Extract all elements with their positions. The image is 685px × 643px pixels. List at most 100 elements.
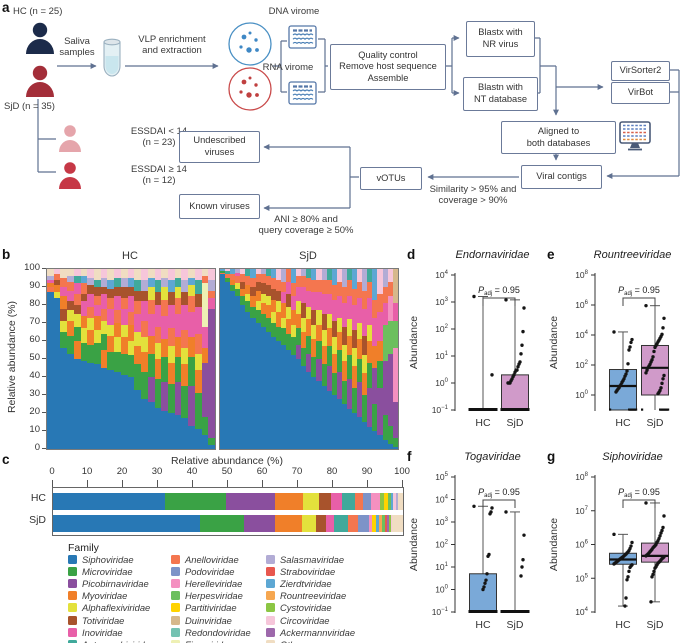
bar-segment	[291, 337, 297, 356]
data-point	[651, 355, 655, 359]
data-point	[612, 532, 616, 537]
bar-segment	[201, 276, 209, 284]
stacked-bar	[326, 269, 332, 449]
bar-segment	[260, 303, 266, 315]
bar-segment	[357, 359, 363, 383]
y-tick-label: 108	[575, 270, 588, 280]
x-tick-label: SjD	[647, 417, 664, 429]
bar-segment	[296, 314, 302, 329]
bar-segment	[220, 269, 226, 271]
bar-segment	[208, 279, 215, 291]
bar-segment	[255, 274, 261, 282]
bar-segment	[161, 278, 168, 288]
bar-segment	[147, 402, 155, 449]
bar-segment	[270, 288, 276, 300]
data-point	[644, 371, 648, 375]
legend-label: Partitiviridae	[185, 602, 237, 614]
bar-segment	[387, 425, 393, 444]
bar-segment	[127, 355, 135, 377]
bar-segment	[367, 269, 373, 282]
bar-segment	[316, 380, 322, 449]
stacked-bar	[188, 269, 195, 449]
legend-item: Anelloviridae	[171, 554, 239, 565]
bar-segment	[296, 287, 302, 302]
bar-segment	[161, 411, 168, 449]
bar-segment	[316, 279, 322, 293]
bar-segment	[194, 369, 202, 394]
bar-segment	[47, 276, 54, 280]
bar-segment	[154, 279, 162, 293]
bar-segment	[114, 310, 121, 324]
stacked-bar	[181, 269, 189, 449]
bar-segment	[326, 515, 334, 532]
bar-segment	[392, 402, 398, 439]
bar-segment	[100, 278, 108, 288]
bar-segment	[362, 290, 368, 309]
bar-segment	[127, 341, 135, 356]
bar-segment	[346, 335, 353, 356]
c-tick-mark	[192, 480, 193, 487]
data-point	[626, 575, 630, 579]
y-tick-label: 101	[435, 562, 448, 572]
bar-segment	[167, 292, 175, 306]
bar-segment	[87, 278, 95, 286]
b-tick-mark	[42, 394, 46, 395]
c-tick-label: 100	[394, 466, 410, 477]
bar-segment	[326, 269, 332, 280]
bar-segment	[333, 515, 348, 532]
bar-segment	[134, 314, 142, 333]
bar-segment	[326, 294, 332, 315]
bar-segment	[201, 269, 209, 277]
e-title: Rountreeviridae	[593, 249, 672, 261]
y-tick-label: 104	[575, 330, 588, 340]
c-tick-label: 90	[361, 466, 373, 477]
stacked-bar	[291, 269, 297, 449]
bar-segment	[372, 269, 378, 300]
bar-segment	[174, 414, 182, 449]
stacked-bar	[47, 269, 54, 449]
bar-segment	[270, 299, 276, 313]
bar-segment	[387, 443, 393, 449]
bar-segment	[100, 287, 108, 295]
flowchart-graphics	[26, 22, 680, 211]
data-point	[516, 365, 520, 369]
legend-label: Podoviridae	[185, 566, 235, 578]
data-point	[522, 306, 526, 310]
bar-segment	[286, 281, 292, 295]
bar-segment	[397, 493, 403, 510]
bar-segment	[306, 371, 312, 449]
data-point	[485, 572, 489, 576]
data-point	[662, 316, 666, 320]
undescribed-viruses-box: Undescribed viruses	[179, 131, 260, 163]
bar-segment	[346, 319, 353, 336]
bar-segment	[245, 285, 251, 295]
legend-item: Inoviridae	[68, 627, 123, 638]
data-point	[645, 368, 649, 372]
stacked-bar	[316, 269, 322, 449]
bar-segment	[167, 328, 175, 347]
bar-segment	[265, 332, 271, 449]
bar-segment	[357, 281, 363, 298]
data-point	[661, 326, 665, 330]
y-tick-label: 102	[435, 540, 448, 550]
bar-segment	[154, 305, 162, 327]
b-sjd-title: SjD	[299, 250, 317, 262]
b-hc-chart	[46, 268, 216, 450]
bar-segment	[120, 337, 128, 354]
data-point	[490, 373, 494, 377]
stacked-bar	[154, 269, 162, 449]
bar-segment	[194, 279, 202, 295]
rna-virome-label: RNA virome	[262, 62, 314, 73]
bar-segment	[100, 333, 108, 350]
stacked-bar	[275, 269, 281, 449]
bar-segment	[280, 317, 287, 329]
bar-segment	[47, 279, 54, 284]
bar-segment	[134, 269, 142, 280]
stacked-bar	[60, 269, 68, 449]
bar-segment	[235, 269, 241, 273]
stacked-bar	[331, 269, 337, 449]
dna-virome-icon	[228, 22, 272, 66]
bar-segment	[346, 296, 353, 320]
p-value-label: Padj = 0.95	[618, 487, 660, 499]
